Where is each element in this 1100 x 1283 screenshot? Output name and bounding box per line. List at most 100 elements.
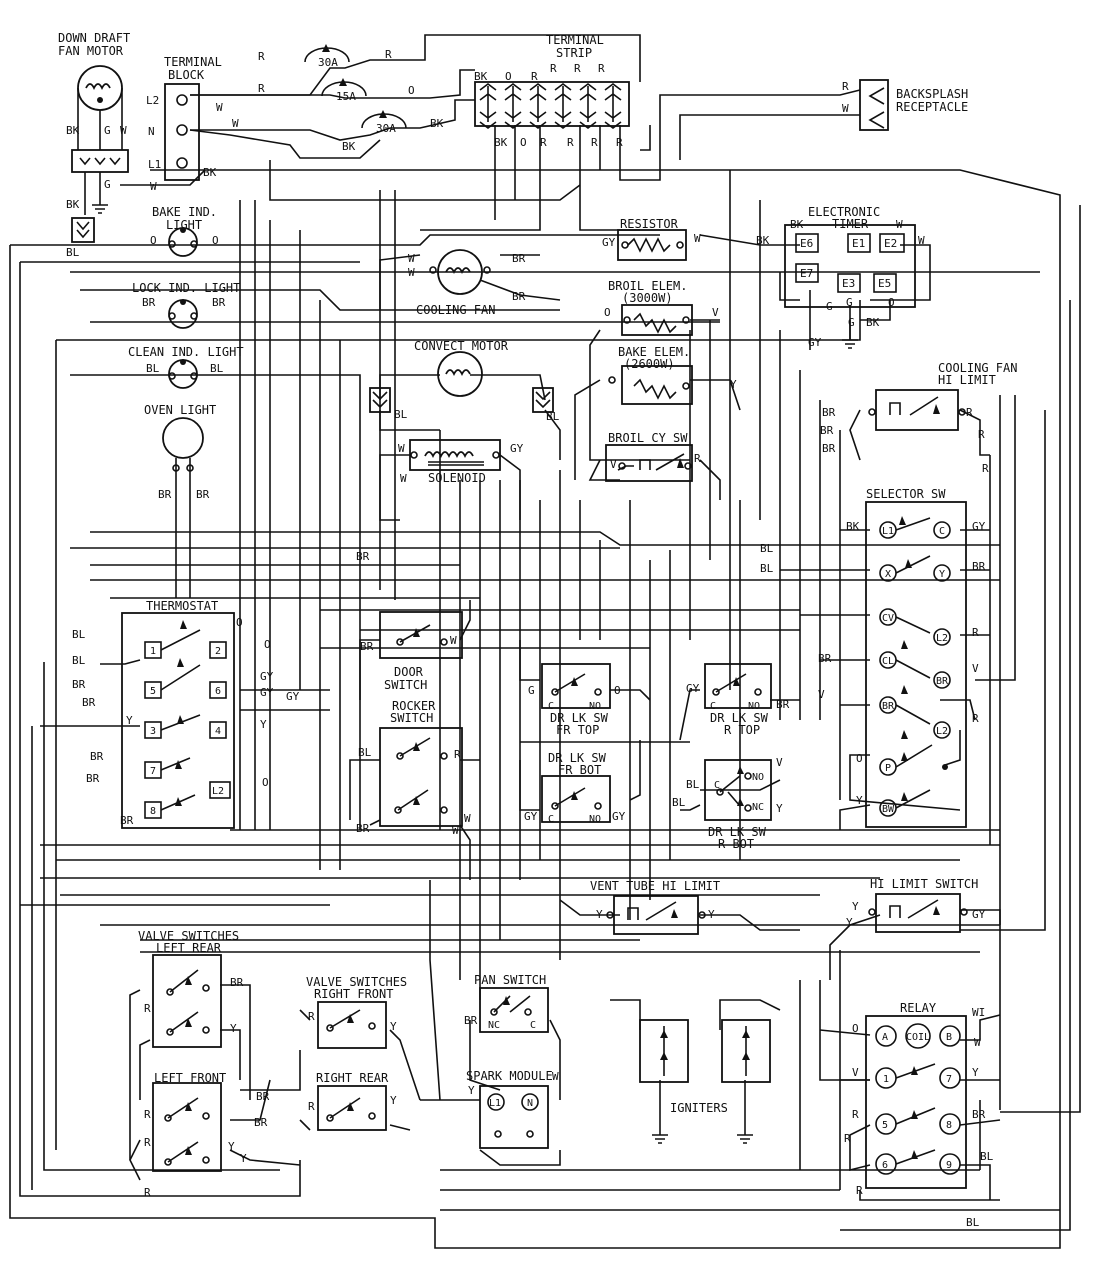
svg-text:C: C <box>548 701 554 712</box>
convect-motor: CONVECT MOTOR BL BL <box>369 339 560 423</box>
svg-text:C: C <box>710 701 716 712</box>
wire-label: O <box>264 638 271 651</box>
dr-lk-sw-r-bot: C NO NC DR LK SW R BOT BL BL V Y <box>672 756 783 851</box>
wire-label: W <box>232 117 239 130</box>
svg-text:(3000W): (3000W) <box>622 291 673 305</box>
wire-label: BR <box>512 290 526 303</box>
cooling-fan-hi-limit: COOLING FAN HI LIMIT BR BR BR R R R <box>820 361 1017 475</box>
svg-text:A: A <box>882 1032 888 1043</box>
wire-label: BR <box>818 652 832 665</box>
svg-text:4: 4 <box>215 726 221 737</box>
wire-label: BR <box>120 814 134 827</box>
wire-label: BL <box>760 542 774 555</box>
svg-text:VALVE SWITCHES: VALVE SWITCHES <box>138 929 239 943</box>
wire-label: Y <box>126 714 133 727</box>
wire-label: BR <box>822 442 836 455</box>
svg-text:NC: NC <box>488 1020 500 1031</box>
wire-label: GY <box>972 908 986 921</box>
wire-label: W <box>450 634 457 647</box>
wire-label: R <box>258 82 265 95</box>
svg-text:N: N <box>527 1098 533 1109</box>
wire-label: O <box>505 70 512 83</box>
svg-text:E1: E1 <box>852 237 865 250</box>
svg-text:L1: L1 <box>489 1098 501 1109</box>
wire-label: W <box>694 232 701 245</box>
wire-label: GY <box>972 520 986 533</box>
svg-text:RIGHT FRONT: RIGHT FRONT <box>314 987 393 1001</box>
electronic-timer: E6 E1 E2 E7 E3 E5 ELECTRONIC TIMER BK W … <box>756 205 925 349</box>
svg-text:STRIP: STRIP <box>556 46 592 60</box>
wire-label: W <box>150 180 157 193</box>
wire-harness <box>9 34 1081 1249</box>
wire-label: W <box>842 102 849 115</box>
svg-text:L1: L1 <box>882 526 894 537</box>
wire-label: R <box>144 1186 151 1199</box>
wire-label: BL <box>760 562 774 575</box>
wire-label: BK <box>66 198 80 211</box>
svg-text:SWITCH: SWITCH <box>390 711 433 725</box>
wire-label: GY <box>260 670 274 683</box>
svg-text:C: C <box>939 526 945 537</box>
wire-label: BR <box>82 696 96 709</box>
dr-lk-sw-fr-bot: C NO DR LK SW FR BOT GY GY <box>524 751 626 825</box>
wire-label: BK <box>866 316 880 329</box>
dr-lk-sw-r-top: C NO DR LK SW R TOP GY BR <box>686 663 790 737</box>
svg-text:COOLING FAN: COOLING FAN <box>938 361 1017 375</box>
broil-cy-sw: BROIL CY SW V R <box>605 431 701 482</box>
backsplash-label-1: BACKSPLASH <box>896 87 968 101</box>
svg-text:1: 1 <box>883 1074 889 1085</box>
wire-label: Y <box>260 718 267 731</box>
wire-label: O <box>852 1022 859 1035</box>
wire-label: O <box>604 306 611 319</box>
relay-terminals: A COIL B 1 7 5 8 6 9 <box>875 1023 961 1175</box>
svg-text:BROIL ELEM.: BROIL ELEM. <box>608 279 687 293</box>
svg-text:RIGHT REAR: RIGHT REAR <box>316 1071 389 1085</box>
resistor: RESISTOR GY W <box>602 217 701 261</box>
wire-label: W <box>400 472 407 485</box>
clean-ind-light: CLEAN IND. LIGHT BL BL <box>128 345 244 389</box>
svg-text:FR TOP: FR TOP <box>556 723 599 737</box>
svg-text:P: P <box>885 763 891 774</box>
svg-text:6: 6 <box>882 1160 888 1171</box>
terminal-l2: L2 <box>146 94 159 107</box>
wire-label: W <box>896 218 903 231</box>
wire-label: O <box>150 234 157 247</box>
wire-label: Y <box>468 1084 475 1097</box>
fuse-30a-top: 30A <box>304 44 350 69</box>
wire-label: R <box>144 1108 151 1121</box>
wire-label: O <box>262 776 269 789</box>
wire-label: W <box>464 812 471 825</box>
pan-switch: NC C PAN SWITCH BR <box>464 973 549 1033</box>
terminal-n: N <box>148 125 155 138</box>
wire-label: Y <box>708 908 715 921</box>
svg-text:LIGHT: LIGHT <box>166 218 202 232</box>
wire-label: GY <box>686 682 700 695</box>
wire-label: R <box>308 1100 315 1113</box>
relay: RELAY A COIL B 1 7 5 8 6 9 WI W O V Y R … <box>844 1001 994 1229</box>
wire-label: BK <box>790 218 804 231</box>
backsplash-receptacle: BACKSPLASH RECEPTACLE R W <box>842 79 968 131</box>
wire-label: R <box>540 136 547 149</box>
wire-label: BR <box>356 550 370 563</box>
wire-label: R <box>308 1010 315 1023</box>
svg-text:NC: NC <box>752 802 764 813</box>
svg-text:BROIL CY SW: BROIL CY SW <box>608 431 688 445</box>
svg-text:DR LK SW: DR LK SW <box>548 751 607 765</box>
wire-label: BR <box>464 1014 478 1027</box>
svg-text:9: 9 <box>946 1160 952 1171</box>
svg-text:FR BOT: FR BOT <box>558 763 601 777</box>
wire-label: GY <box>260 686 274 699</box>
valve-switch-right-rear: RIGHT REAR R Y <box>308 1071 397 1131</box>
wire-label: BR <box>972 1108 986 1121</box>
svg-text:NO: NO <box>752 772 764 783</box>
wire-label: Y <box>596 908 603 921</box>
wire-label: W <box>408 252 415 265</box>
backsplash-label-2: RECEPTACLE <box>896 100 968 114</box>
svg-text:BACKSPLASH: BACKSPLASH <box>896 87 968 101</box>
svg-text:NO: NO <box>589 814 601 825</box>
svg-text:C: C <box>548 814 554 825</box>
wire-label: BR <box>512 252 526 265</box>
svg-text:BAKE ELEM.: BAKE ELEM. <box>618 345 690 359</box>
terminal-block-label-2: BLOCK <box>168 68 205 82</box>
